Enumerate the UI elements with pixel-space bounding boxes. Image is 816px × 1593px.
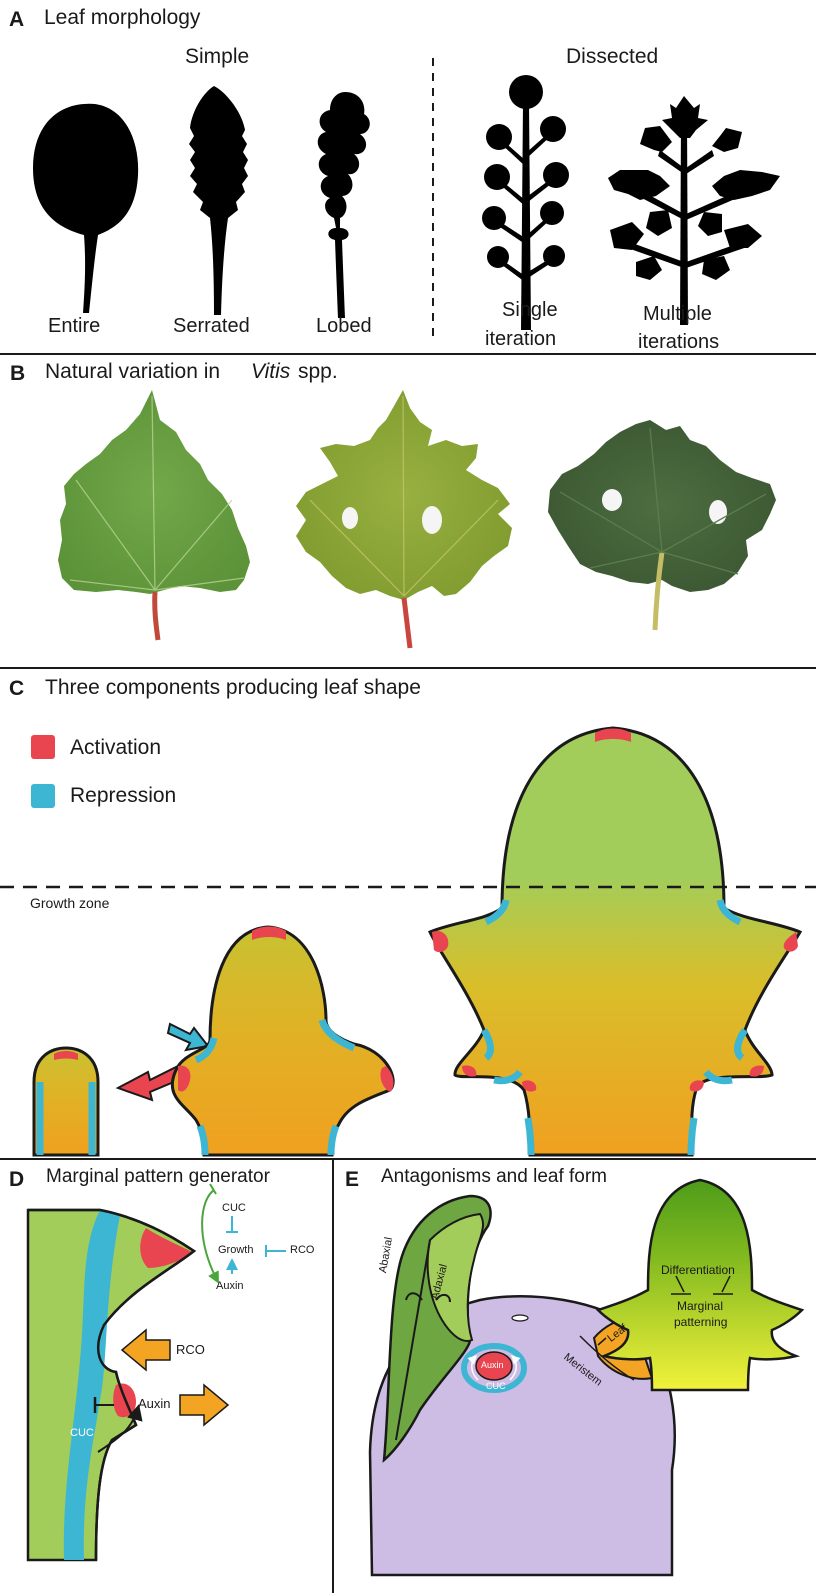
legend-repression-swatch — [31, 784, 55, 808]
leaf-serrated-silhouette — [189, 86, 248, 315]
primordium-stage-3 — [430, 728, 800, 1155]
growth-zone-label: Growth zone — [30, 896, 109, 910]
leaf-single-iteration-silhouette — [482, 75, 569, 330]
auxin-arrow-label: Auxin — [138, 1397, 171, 1410]
label-single-line1: Single — [502, 300, 558, 320]
repression-arrow — [168, 1024, 208, 1050]
legend-activation-label: Activation — [70, 737, 161, 758]
label-marginal-line2: patterning — [674, 1316, 727, 1328]
network-cuc: CUC — [222, 1203, 246, 1214]
network-auxin: Auxin — [216, 1281, 244, 1292]
panel-b-title-post: spp. — [298, 361, 338, 382]
panel-c-title: Three components producing leaf shape — [45, 677, 421, 698]
label-single-line2: iteration — [485, 329, 556, 349]
network-rco: RCO — [290, 1245, 314, 1256]
label-cuc-center: CUC — [486, 1382, 506, 1391]
leaf-entire-silhouette — [33, 104, 138, 313]
panel-d-diagram — [28, 1184, 286, 1560]
panel-b-letter: B — [10, 363, 25, 384]
label-entire: Entire — [48, 316, 100, 336]
panel-a-silhouettes — [33, 75, 780, 330]
category-simple: Simple — [185, 46, 249, 67]
panel-e-letter: E — [345, 1169, 359, 1190]
label-marginal-line1: Marginal — [677, 1300, 723, 1312]
panel-d-letter: D — [9, 1169, 24, 1190]
label-differentiation: Differentiation — [661, 1264, 735, 1276]
panel-c-letter: C — [9, 678, 24, 699]
panel-a-title: Leaf morphology — [44, 7, 200, 28]
legend-activation-swatch — [31, 735, 55, 759]
panel-b-title-pre: Natural variation in — [45, 361, 220, 382]
rco-arrow-label: RCO — [176, 1343, 205, 1356]
panel-b-title-genus: Vitis — [251, 361, 290, 382]
leaf-lobed-silhouette — [318, 92, 370, 318]
legend-repression-label: Repression — [70, 785, 176, 806]
panel-a-letter: A — [9, 9, 24, 30]
label-serrated: Serrated — [173, 316, 250, 336]
panel-d-title: Marginal pattern generator — [46, 1167, 270, 1186]
cuc-margin-label: CUC — [70, 1428, 94, 1439]
panel-e-title: Antagonisms and leaf form — [381, 1167, 607, 1186]
label-multiple-line2: iterations — [638, 332, 719, 352]
primordium-stage-2 — [172, 927, 393, 1156]
panel-b-grape-leaves — [58, 390, 776, 648]
label-lobed: Lobed — [316, 316, 372, 336]
label-multiple-line1: Multiple — [643, 304, 712, 324]
leaf-multiple-iterations-silhouette — [608, 96, 780, 325]
category-dissected: Dissected — [566, 46, 658, 67]
primordium-stage-1 — [34, 1048, 98, 1155]
label-auxin-center: Auxin — [481, 1361, 504, 1370]
network-growth: Growth — [218, 1245, 253, 1256]
panel-c-legend — [31, 735, 55, 808]
